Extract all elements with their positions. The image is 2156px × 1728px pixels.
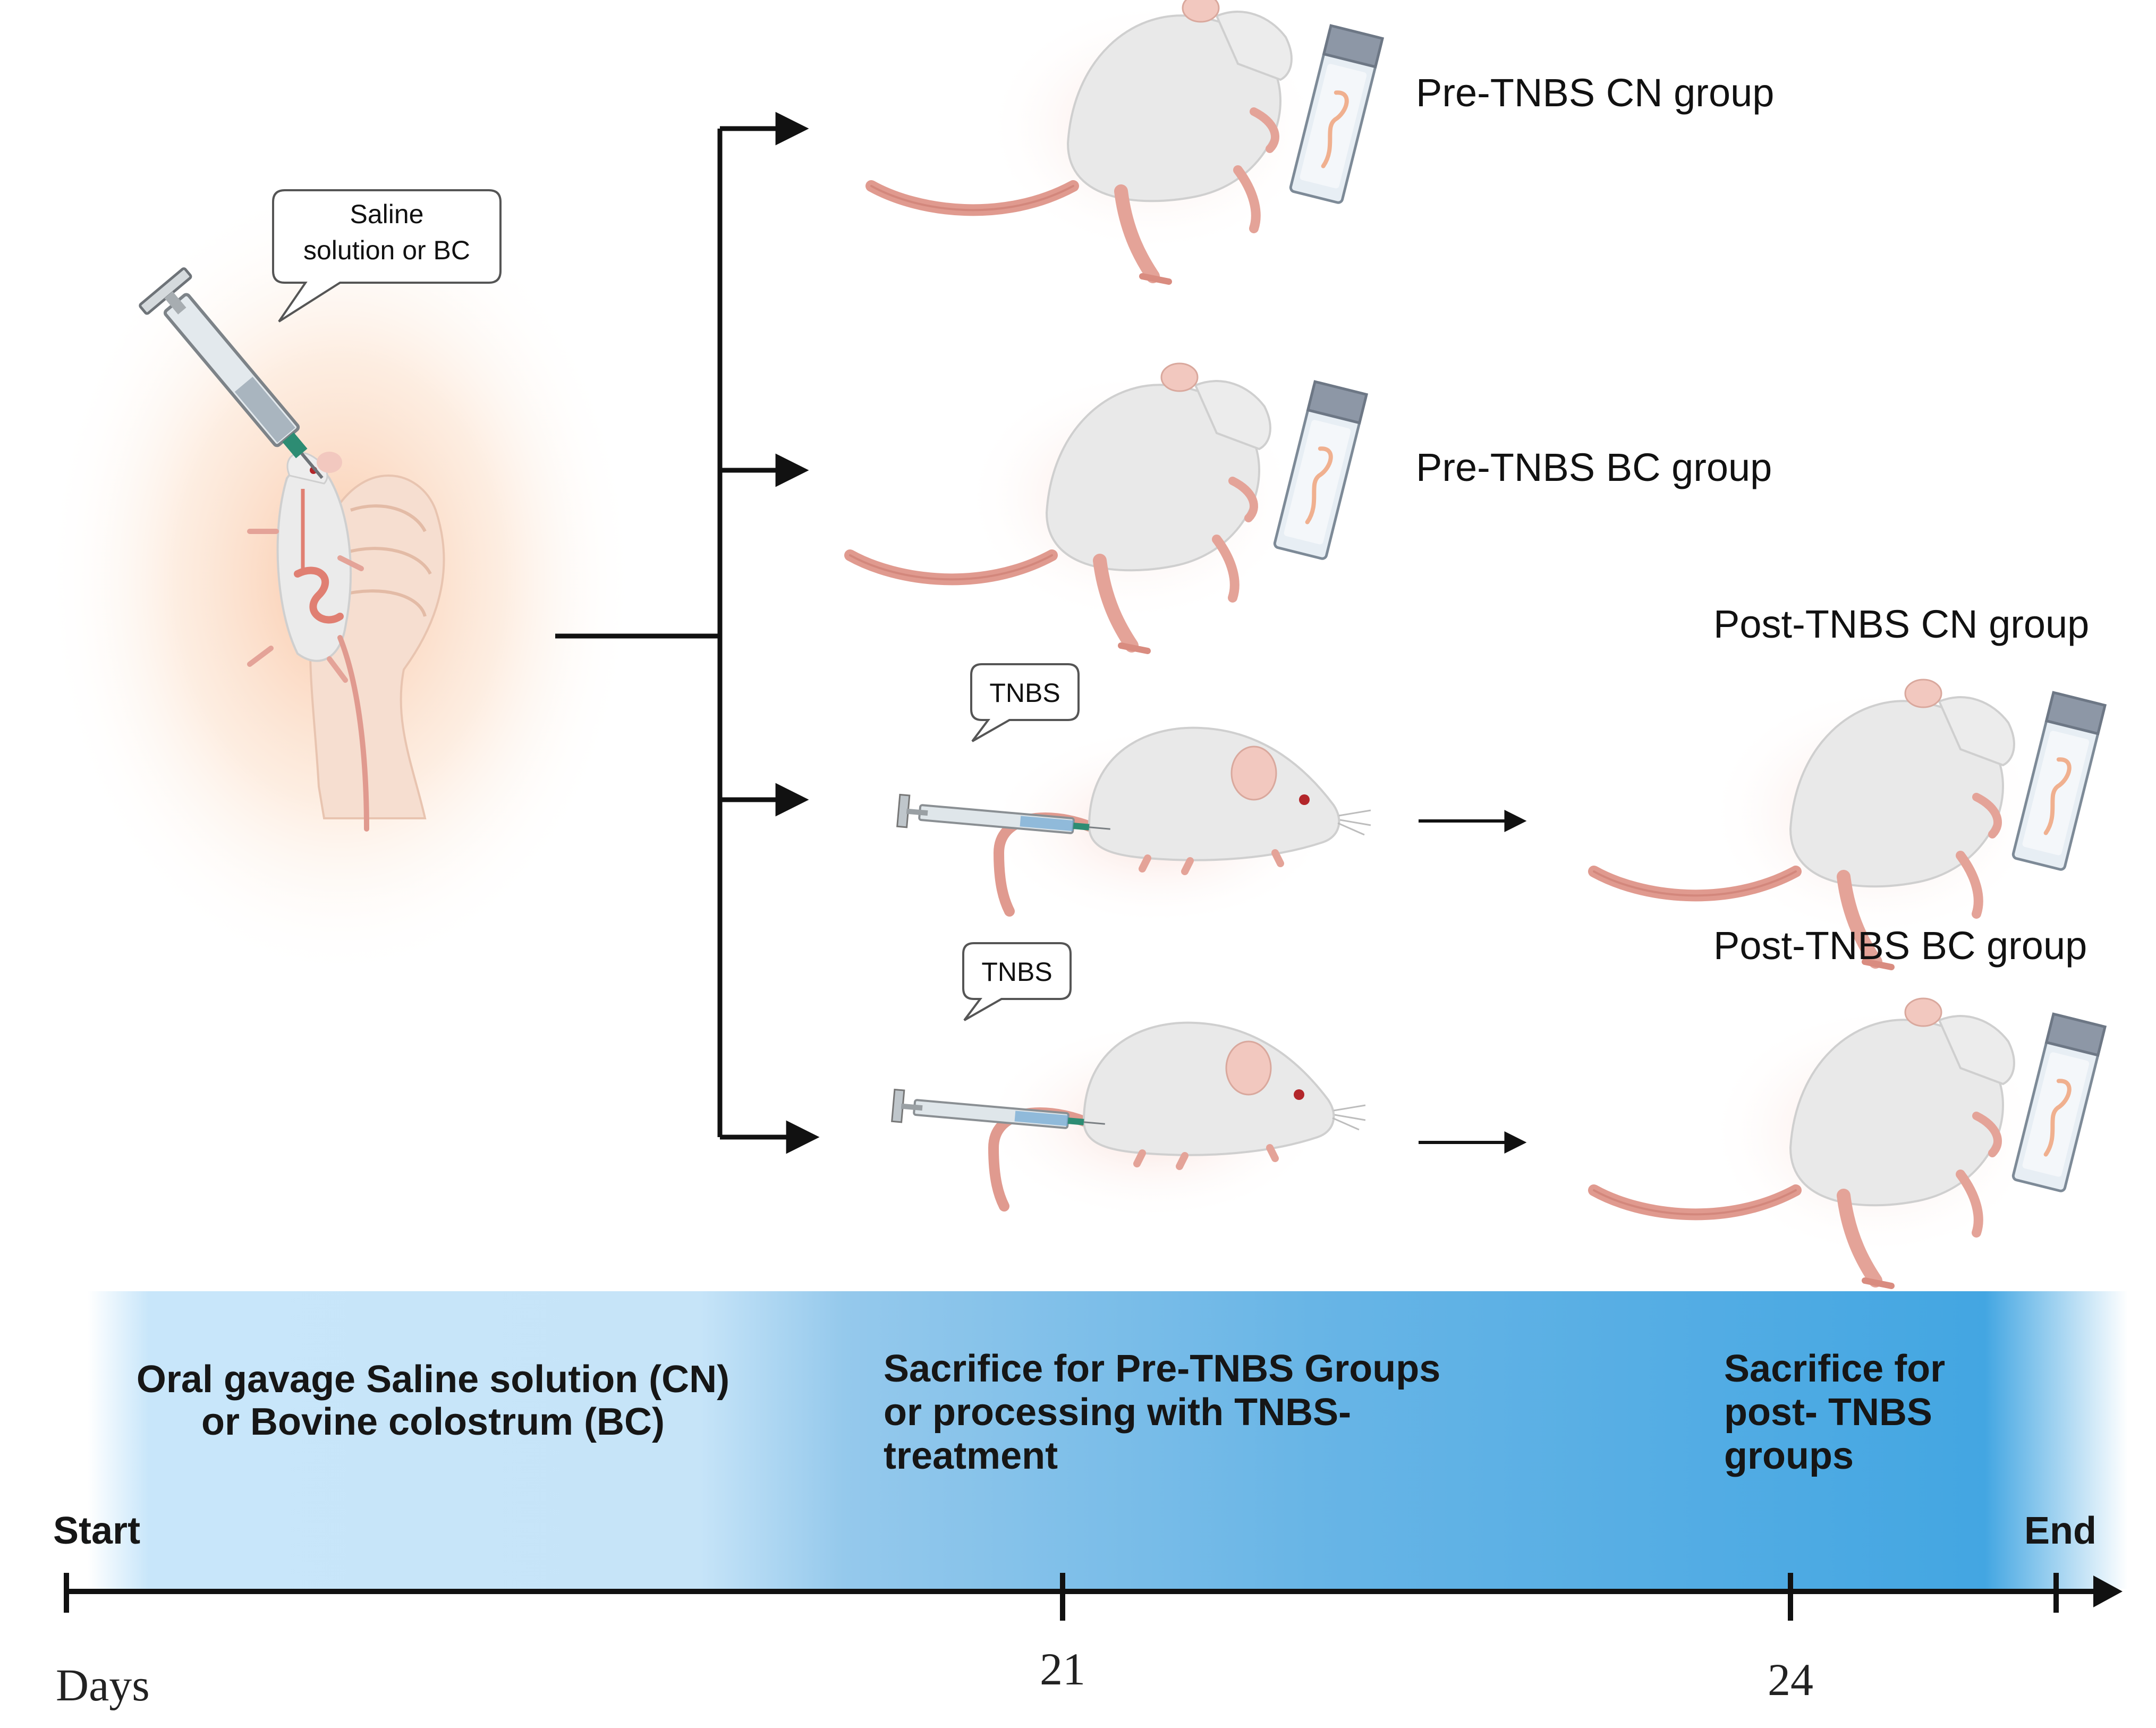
bubble-text-tnbs-2: TNBS	[981, 957, 1052, 987]
phase3-line-3: groups	[1724, 1435, 1854, 1477]
timeline-phase-1: Oral gavage Saline solution (CN) or Bovi…	[137, 1358, 729, 1443]
group-label-pre-bc: Pre-TNBS BC group	[1416, 445, 1772, 489]
mouse-icon	[247, 452, 369, 832]
gavage-illustration	[43, 175, 638, 983]
phase1-line-2: or Bovine colostrum (BC)	[201, 1401, 665, 1443]
speech-bubble-tnbs-1: TNBS	[970, 663, 1080, 742]
mouse-icon-post-bc	[1594, 998, 2045, 1286]
end-label: End	[2024, 1510, 2096, 1552]
tick-label-24: 24	[1768, 1654, 1813, 1705]
phase3-line-1: Sacrifice for	[1724, 1348, 1945, 1390]
bubble-line-2: solution or BC	[303, 235, 470, 265]
phase2-line-1: Sacrifice for Pre-TNBS Groups	[884, 1348, 1440, 1390]
mouse-icon-pre-cn	[871, 0, 1323, 282]
axis-label-days: Days	[56, 1659, 150, 1710]
branch-connector	[555, 112, 1527, 1154]
bubble-text-tnbs-1: TNBS	[989, 678, 1060, 708]
phase3-line-2: post- TNBS	[1724, 1391, 1932, 1434]
group-label-post-bc: Post-TNBS BC group	[1713, 924, 2087, 968]
axis-arrow-icon	[2093, 1575, 2123, 1607]
group-label-post-cn: Post-TNBS CN group	[1713, 602, 2089, 646]
speech-bubble-tnbs-2: TNBS	[962, 942, 1072, 1021]
timeline-phase-2: Sacrifice for Pre-TNBS Groups or process…	[884, 1348, 1440, 1477]
speech-bubble-gavage: Saline solution or BC	[272, 189, 502, 323]
phase2-line-3: treatment	[884, 1435, 1058, 1477]
phase1-line-1: Oral gavage Saline solution (CN)	[137, 1358, 729, 1401]
start-label: Start	[53, 1510, 140, 1552]
mouse-icon-tnbs-cn	[897, 725, 1371, 927]
syringe-icon	[139, 267, 324, 479]
phase2-line-2: or processing with TNBS-	[884, 1391, 1351, 1434]
timeline-axis	[64, 1573, 2123, 1621]
mouse-icon-pre-bc	[850, 363, 1302, 651]
group-label-pre-cn: Pre-TNBS CN group	[1416, 71, 1774, 115]
timeline-band	[88, 1291, 2128, 1589]
mouse-icon-tnbs-bc	[892, 1020, 1365, 1222]
timeline-phase-3: Sacrifice for post- TNBS groups	[1724, 1348, 1945, 1477]
bubble-line-1: Saline	[350, 199, 424, 229]
tick-label-21: 21	[1040, 1644, 1085, 1695]
